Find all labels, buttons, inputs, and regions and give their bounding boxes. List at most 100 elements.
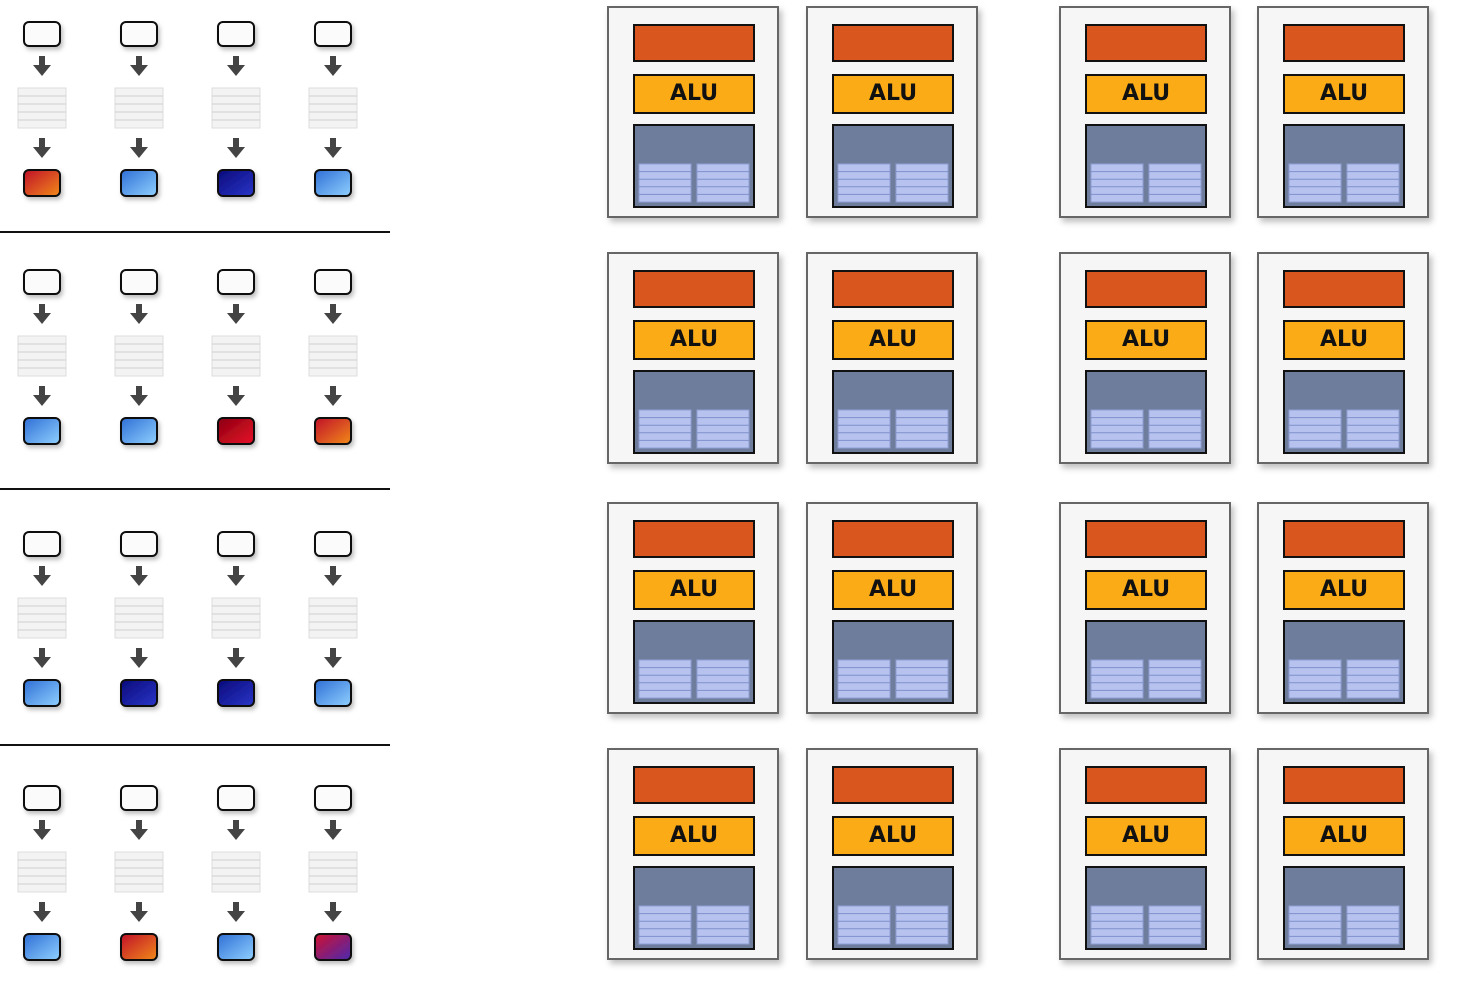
execution-context (1085, 370, 1207, 454)
execution-context (633, 370, 755, 454)
instruction-streams-diagram (0, 21, 390, 961)
data-stack (17, 87, 67, 129)
result-box (23, 169, 61, 197)
fetch-decode-unit (633, 24, 755, 62)
register-blocks (837, 409, 949, 449)
data-stack (114, 851, 164, 893)
down-arrow-icon (227, 820, 245, 840)
execution-context (633, 124, 755, 208)
down-arrow-icon (33, 566, 51, 586)
fetch-decode-unit (633, 766, 755, 804)
fetch-decode-unit (1085, 766, 1207, 804)
result-box (120, 933, 158, 961)
register-blocks (1288, 659, 1400, 699)
result-box (314, 417, 352, 445)
instruction-box (120, 269, 158, 295)
result-box (314, 679, 352, 707)
fetch-decode-unit (1085, 520, 1207, 558)
instruction-box (314, 269, 352, 295)
result-box (120, 169, 158, 197)
execution-context (1085, 620, 1207, 704)
down-arrow-icon (130, 304, 148, 324)
fetch-decode-unit (633, 270, 755, 308)
result-box (217, 933, 255, 961)
instruction-streams-panel (0, 0, 400, 985)
register-blocks (1288, 409, 1400, 449)
register-blocks (638, 905, 750, 945)
execution-context (633, 620, 755, 704)
fetch-decode-unit (832, 270, 954, 308)
down-arrow-icon (324, 902, 342, 922)
instruction-box (120, 785, 158, 811)
data-stack (211, 851, 261, 893)
down-arrow-icon (130, 902, 148, 922)
down-arrow-icon (324, 304, 342, 324)
instruction-box (217, 269, 255, 295)
register-blocks (638, 659, 750, 699)
down-arrow-icon (227, 304, 245, 324)
processor-core: ALU (607, 252, 779, 464)
fetch-decode-unit (1283, 270, 1405, 308)
fetch-decode-unit (633, 520, 755, 558)
down-arrow-icon (324, 648, 342, 668)
processor-core: ALU (1059, 252, 1231, 464)
alu-unit: ALU (633, 816, 755, 856)
processor-core: ALU (1257, 502, 1429, 714)
register-blocks (1090, 163, 1202, 203)
alu-unit: ALU (633, 570, 755, 610)
processor-core: ALU (1257, 6, 1429, 218)
processor-core: ALU (806, 502, 978, 714)
data-stack (211, 335, 261, 377)
down-arrow-icon (130, 138, 148, 158)
instruction-box (23, 21, 61, 47)
data-stack (211, 597, 261, 639)
execution-context (832, 124, 954, 208)
execution-context (1085, 124, 1207, 208)
execution-context (1283, 370, 1405, 454)
result-box (217, 679, 255, 707)
register-blocks (1090, 659, 1202, 699)
alu-unit: ALU (832, 320, 954, 360)
down-arrow-icon (227, 386, 245, 406)
processor-core: ALU (1059, 6, 1231, 218)
execution-context (832, 866, 954, 950)
down-arrow-icon (227, 566, 245, 586)
down-arrow-icon (33, 56, 51, 76)
instruction-box (120, 531, 158, 557)
alu-unit: ALU (832, 74, 954, 114)
down-arrow-icon (130, 648, 148, 668)
instruction-box (217, 531, 255, 557)
down-arrow-icon (130, 566, 148, 586)
data-stack (114, 87, 164, 129)
down-arrow-icon (324, 56, 342, 76)
alu-unit: ALU (633, 320, 755, 360)
register-blocks (638, 409, 750, 449)
down-arrow-icon (33, 386, 51, 406)
data-stack (211, 87, 261, 129)
register-blocks (1288, 163, 1400, 203)
register-blocks (1288, 905, 1400, 945)
execution-context (1283, 620, 1405, 704)
instruction-box (23, 785, 61, 811)
processor-core: ALU (806, 6, 978, 218)
fetch-decode-unit (1283, 766, 1405, 804)
down-arrow-icon (130, 386, 148, 406)
fetch-decode-unit (832, 24, 954, 62)
alu-unit: ALU (1283, 570, 1405, 610)
down-arrow-icon (227, 648, 245, 668)
down-arrow-icon (130, 56, 148, 76)
down-arrow-icon (33, 902, 51, 922)
processor-core: ALU (607, 6, 779, 218)
processor-core: ALU (1059, 748, 1231, 960)
register-blocks (1090, 905, 1202, 945)
fetch-decode-unit (1283, 24, 1405, 62)
result-box (217, 169, 255, 197)
instruction-box (23, 531, 61, 557)
data-stack (17, 597, 67, 639)
instruction-box (314, 785, 352, 811)
down-arrow-icon (33, 138, 51, 158)
down-arrow-icon (324, 566, 342, 586)
result-box (23, 933, 61, 961)
fetch-decode-unit (832, 766, 954, 804)
down-arrow-icon (33, 820, 51, 840)
